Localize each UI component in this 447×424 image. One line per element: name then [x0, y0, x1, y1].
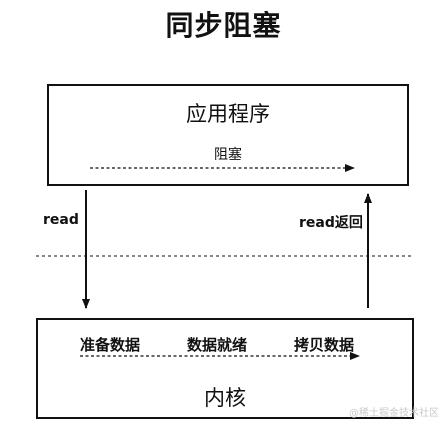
blocked-label: 阻塞 [214, 147, 242, 163]
diagram-title: 同步阻塞 [165, 9, 282, 42]
kernel-step-copy: 拷贝数据 [294, 336, 355, 354]
read-call-label: read [43, 212, 79, 228]
application-title: 应用程序 [186, 102, 270, 126]
kernel-box: 准备数据 数据就绪 拷贝数据 内核 [36, 318, 414, 419]
kernel-step-prepare: 准备数据 [80, 336, 141, 354]
read-return-label: read返回 [299, 215, 363, 231]
kernel-title: 内核 [204, 386, 246, 410]
kernel-step-ready: 数据就绪 [187, 336, 248, 354]
watermark: @稀土掘金技术社区 [349, 408, 439, 419]
